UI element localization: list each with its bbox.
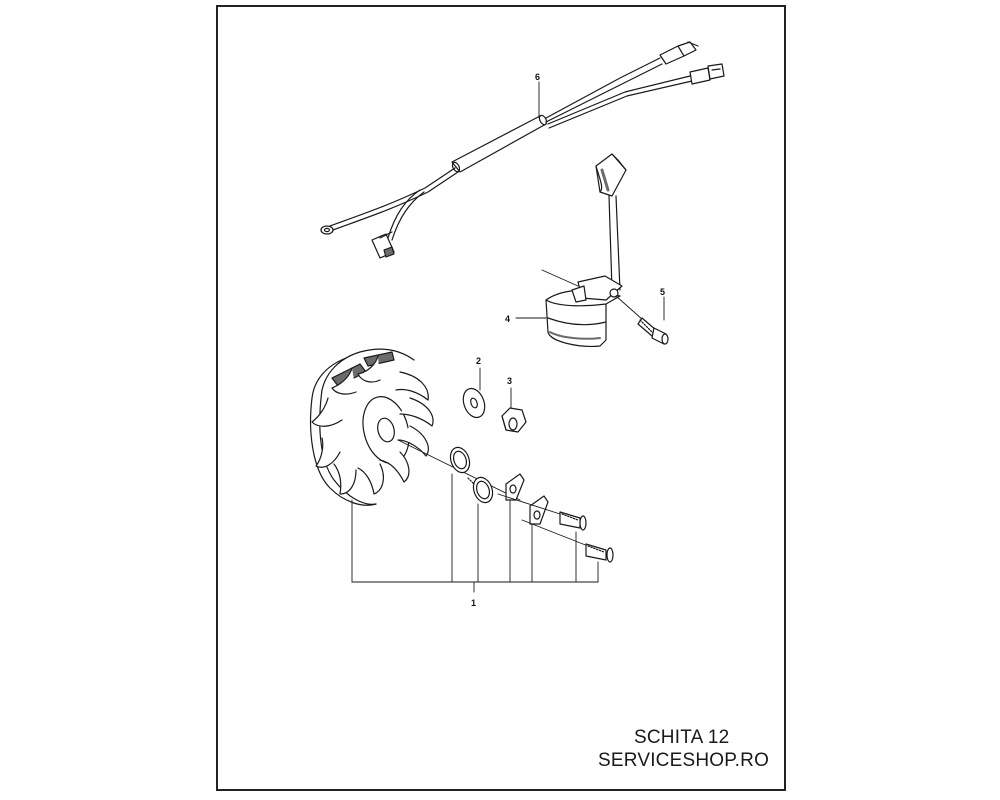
nut <box>501 387 527 433</box>
washer <box>462 367 486 419</box>
callout-1: 1 <box>471 598 476 608</box>
callout-2: 2 <box>476 356 481 366</box>
callout-bracket <box>351 473 599 593</box>
callout-5: 5 <box>660 287 665 297</box>
module-screw <box>615 295 669 345</box>
callout-4: 4 <box>505 314 510 324</box>
pawl-bolts <box>497 493 614 563</box>
sheet-title: SCHITA 12 <box>634 727 730 748</box>
drawing-frame <box>216 5 786 791</box>
sheet-source: SERVICESHOP.RO <box>598 750 770 771</box>
wire-harness <box>320 41 725 259</box>
connector-top <box>659 41 699 65</box>
flywheel <box>310 348 521 506</box>
ring-terminal <box>320 225 334 235</box>
connector-spade <box>689 63 725 85</box>
pawls <box>505 473 549 525</box>
pawl-springs <box>449 446 494 504</box>
callout-3: 3 <box>507 376 512 386</box>
callout-6: 6 <box>535 72 540 82</box>
ignition-module <box>515 153 627 347</box>
plug-connector <box>371 231 395 259</box>
